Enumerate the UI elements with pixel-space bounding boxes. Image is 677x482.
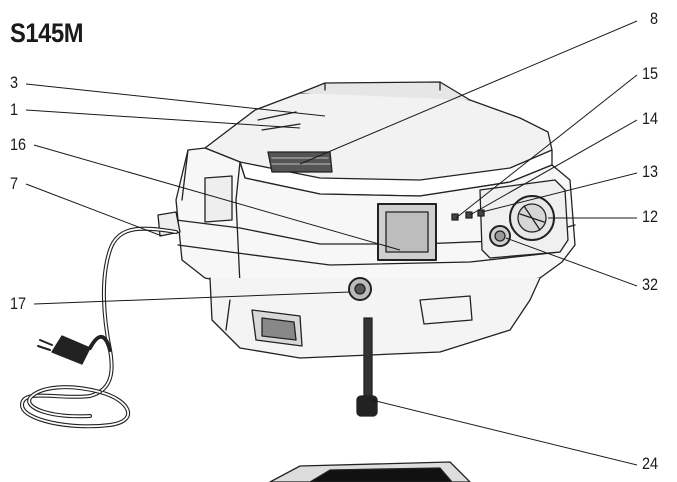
callout-8: 8: [650, 9, 659, 28]
power-cord: [20, 226, 178, 429]
callout-32: 32: [642, 275, 659, 294]
leader-lines: [25, 20, 638, 466]
lid-cover: [204, 81, 553, 197]
connector: [348, 277, 372, 301]
control-button: [489, 225, 511, 247]
leader-14: [469, 119, 638, 216]
lower-tray: [269, 461, 471, 482]
probe-rod: [356, 317, 378, 417]
callout-1: 1: [10, 100, 19, 119]
callout-17: 17: [10, 294, 27, 313]
callout-3: 3: [10, 73, 19, 92]
leader-32: [505, 237, 638, 287]
leader-24: [371, 399, 638, 466]
control-knob: [509, 195, 555, 241]
callout-15: 15: [642, 64, 659, 83]
callout-16: 16: [10, 135, 27, 154]
callout-13: 13: [642, 162, 659, 181]
leader-3: [25, 83, 326, 117]
model-title: S145M: [10, 18, 84, 48]
callout-14: 14: [642, 109, 659, 128]
callout-24: 24: [642, 454, 659, 473]
leader-1: [25, 109, 301, 129]
leader-16: [33, 144, 401, 251]
base: [209, 277, 541, 359]
callout-7: 7: [10, 174, 19, 193]
leader-17: [33, 291, 351, 305]
leader-13: [481, 172, 638, 213]
callout-12: 12: [642, 207, 659, 226]
leader-15: [455, 74, 638, 219]
leader-7: [25, 183, 163, 237]
leader-8: [299, 20, 638, 165]
display-window: [377, 203, 437, 261]
